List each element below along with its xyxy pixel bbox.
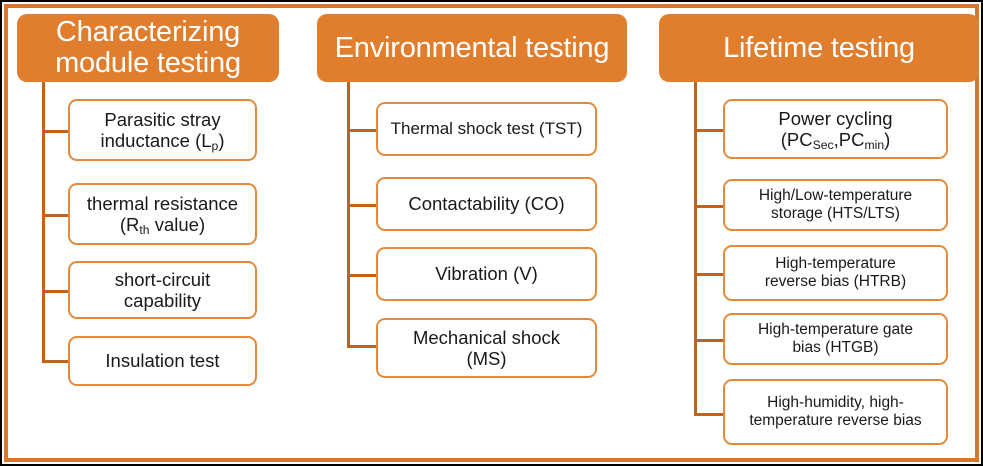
node-text-line-2: (Rth value) [119, 214, 206, 237]
connector-branch-vibration [347, 274, 378, 277]
connector-branch-mechanical-shock [347, 345, 378, 348]
connector-trunk-environmental [347, 82, 350, 348]
node-thermal-shock-test[interactable]: Thermal shock test (TST) [376, 102, 597, 156]
column-header-line-1: Lifetime testing [723, 31, 915, 64]
node-text-line-1: Insulation test [105, 350, 220, 372]
node-text-line-2: temperature reverse bias [749, 412, 922, 429]
connector-branch-contactability [347, 204, 378, 207]
connector-branch-insulation-test [42, 360, 70, 363]
subscript-p: p [211, 138, 219, 153]
node-short-circuit-capability[interactable]: short-circuit capability [68, 261, 257, 319]
node-text-line-1: Power cycling [778, 107, 893, 129]
connector-branch-high-low-temperature-storage [694, 205, 725, 208]
connector-branch-thermal-shock-test [347, 129, 378, 132]
subscript-sec: Sec [812, 137, 834, 152]
node-text-line-1: thermal resistance [86, 192, 239, 214]
node-text-line-2: capability [123, 290, 202, 311]
node-parasitic-stray-inductance[interactable]: Parasitic stray inductance (Lp) [68, 99, 257, 161]
node-high-humidity-high-temperature-reverse-bias[interactable]: High-humidity, high- temperature reverse… [723, 379, 948, 445]
node-text-line-2: storage (HTS/LTS) [771, 205, 900, 222]
column-header-line-1: Environmental testing [334, 31, 610, 64]
column-header-line-1: Characterizing [55, 16, 241, 49]
connector-branch-parasitic-stray-inductance [42, 130, 70, 133]
column-header-lifetime-testing[interactable]: Lifetime testing [659, 14, 979, 82]
node-high-low-temperature-storage[interactable]: High/Low-temperature storage (HTS/LTS) [723, 179, 948, 231]
column-header-line-2: module testing [55, 47, 241, 79]
connector-branch-power-cycling [694, 129, 725, 132]
column-header-environmental-testing[interactable]: Environmental testing [317, 14, 627, 82]
connector-branch-short-circuit-capability [42, 290, 70, 293]
node-text-line-1: Parasitic stray [104, 108, 221, 130]
connector-trunk-characterizing [42, 82, 45, 363]
node-power-cycling[interactable]: Power cycling (PCSec,PCmin) [723, 99, 948, 159]
node-high-temperature-gate-bias[interactable]: High-temperature gate bias (HTGB) [723, 313, 948, 365]
node-mechanical-shock[interactable]: Mechanical shock (MS) [376, 318, 597, 378]
subscript-th: th [139, 222, 150, 237]
node-text-line-1: High-temperature gate [757, 321, 914, 339]
node-text-line-1: short-circuit [114, 268, 211, 290]
connector-trunk-lifetime [694, 82, 697, 416]
node-text-line-1: High-temperature [775, 255, 896, 273]
connector-branch-high-humidity-high-temperature-reverse-bias [694, 413, 725, 416]
column-header-characterizing-module-testing[interactable]: Characterizing module testing [17, 14, 279, 82]
node-text-line-1: High/Low-temperature [758, 187, 913, 205]
node-high-temperature-reverse-bias[interactable]: High-temperature reverse bias (HTRB) [723, 245, 948, 301]
node-insulation-test[interactable]: Insulation test [68, 336, 257, 386]
node-text-line-1: Mechanical shock [412, 326, 561, 348]
node-contactability[interactable]: Contactability (CO) [376, 177, 597, 231]
subscript-min: min [864, 137, 885, 152]
node-text-line-1: High-humidity, high- [767, 394, 904, 412]
node-text-line-1: Thermal shock test (TST) [390, 119, 583, 139]
node-text-line-1: Contactability (CO) [408, 193, 565, 215]
node-text-line-2: bias (HTGB) [792, 339, 879, 356]
node-text-line-1: Vibration (V) [435, 263, 538, 285]
node-text-line-2: reverse bias (HTRB) [764, 273, 907, 290]
node-text-line-2: (MS) [466, 348, 507, 369]
connector-branch-high-temperature-gate-bias [694, 339, 725, 342]
node-thermal-resistance[interactable]: thermal resistance (Rth value) [68, 183, 257, 245]
node-vibration[interactable]: Vibration (V) [376, 247, 597, 301]
node-text-line-2: (PCSec,PCmin) [780, 129, 891, 152]
connector-branch-thermal-resistance [42, 214, 70, 217]
connector-branch-high-temperature-reverse-bias [694, 273, 725, 276]
node-text-line-2: inductance (Lp) [100, 130, 225, 153]
